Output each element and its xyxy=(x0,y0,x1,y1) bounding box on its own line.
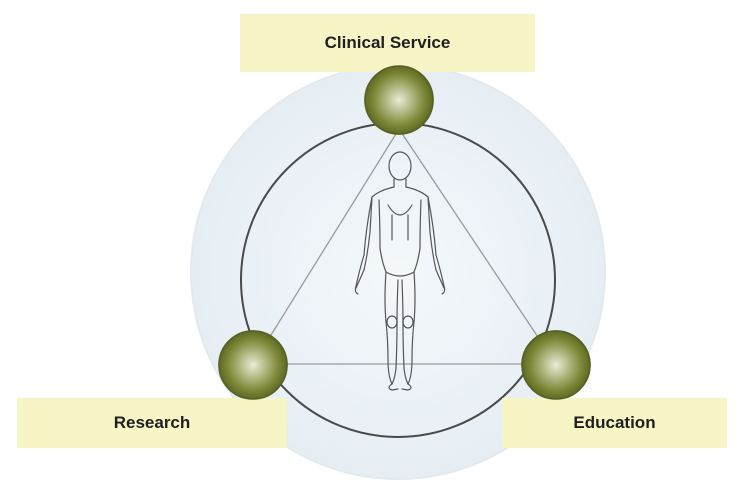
human-body-icon xyxy=(354,151,446,391)
node-research xyxy=(218,330,288,400)
label-education-text: Education xyxy=(573,413,656,432)
node-clinical-service xyxy=(364,65,434,135)
label-education: Education xyxy=(502,398,727,448)
connection-triangle xyxy=(251,127,558,365)
label-clinical-service-text: Clinical Service xyxy=(324,33,451,52)
node-education xyxy=(521,330,591,400)
label-research-text: Research xyxy=(113,413,191,432)
label-clinical-service: Clinical Service xyxy=(240,14,535,72)
label-research: Research xyxy=(17,398,287,448)
